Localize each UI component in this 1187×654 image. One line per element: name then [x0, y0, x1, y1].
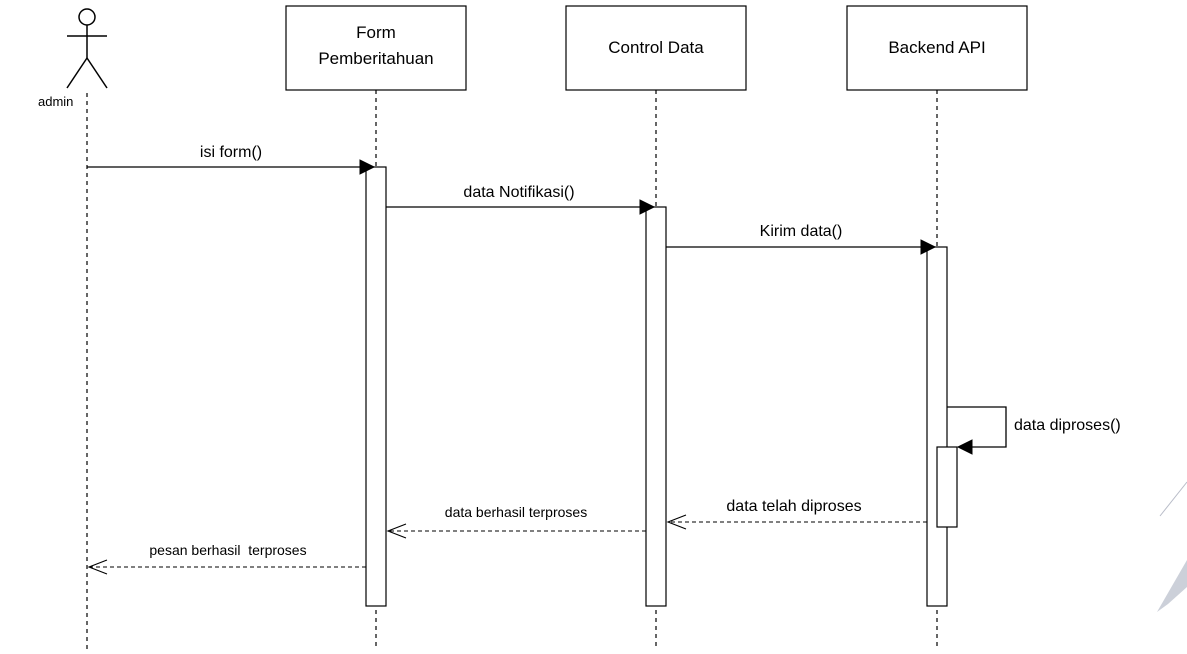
return-data-telah-diproses: data telah diproses	[666, 498, 927, 530]
participant-backend-label: Backend API	[888, 38, 985, 57]
participant-backend-box	[846, 5, 1028, 91]
return-data-berhasil-terproses-label: data berhasil terproses	[445, 504, 587, 520]
actor-admin: admin	[38, 8, 108, 109]
page-edge-line	[1159, 481, 1187, 517]
message-kirim-data-label: Kirim data()	[760, 223, 843, 240]
return-pesan-berhasil-terproses-label: pesan berhasil terproses	[149, 542, 306, 558]
message-isi-form-label: isi form()	[200, 144, 262, 161]
participant-form-line1: Form	[356, 23, 396, 42]
page-edge-shape	[1157, 560, 1187, 612]
participant-control-label: Control Data	[608, 38, 704, 57]
message-data-diproses-line	[947, 406, 1007, 448]
participant-control-box	[565, 5, 747, 91]
return-pesan-berhasil-terproses: pesan berhasil terproses	[87, 542, 366, 575]
return-data-berhasil-terproses: data berhasil terproses	[386, 504, 646, 539]
message-isi-form-arrowhead	[359, 159, 376, 175]
message-kirim-data: Kirim data()	[666, 223, 937, 255]
activation-control	[645, 206, 667, 607]
return-pesan-berhasil-terproses-arrowhead	[87, 559, 108, 575]
actor-label: admin	[38, 94, 73, 109]
message-data-diproses: data diproses()	[947, 406, 1121, 455]
participant-form-box	[285, 5, 467, 91]
message-data-diproses-label: data diproses()	[1014, 417, 1121, 434]
participant-control: Control Data	[565, 5, 747, 91]
participant-form: Form Pemberitahuan	[285, 5, 467, 91]
return-data-telah-diproses-arrowhead	[666, 514, 687, 530]
participant-backend: Backend API	[846, 5, 1028, 91]
activation-backend-nested	[936, 446, 958, 528]
return-data-berhasil-terproses-arrowhead	[386, 523, 407, 539]
actor-head	[78, 8, 96, 26]
page-edge-decoration	[1157, 481, 1187, 612]
activation-form	[365, 166, 387, 607]
activation-backend	[926, 246, 948, 607]
message-data-notifikasi-label: data Notifikasi()	[463, 184, 574, 201]
actor-right-leg	[86, 57, 108, 89]
message-data-notifikasi: data Notifikasi()	[386, 184, 656, 215]
message-data-diproses-arrowhead	[956, 439, 973, 455]
message-isi-form: isi form()	[87, 144, 376, 175]
participant-form-line2: Pemberitahuan	[318, 49, 433, 68]
return-data-telah-diproses-label: data telah diproses	[726, 498, 861, 515]
actor-left-leg	[66, 57, 88, 89]
message-kirim-data-arrowhead	[920, 239, 937, 255]
message-data-notifikasi-arrowhead	[639, 199, 656, 215]
